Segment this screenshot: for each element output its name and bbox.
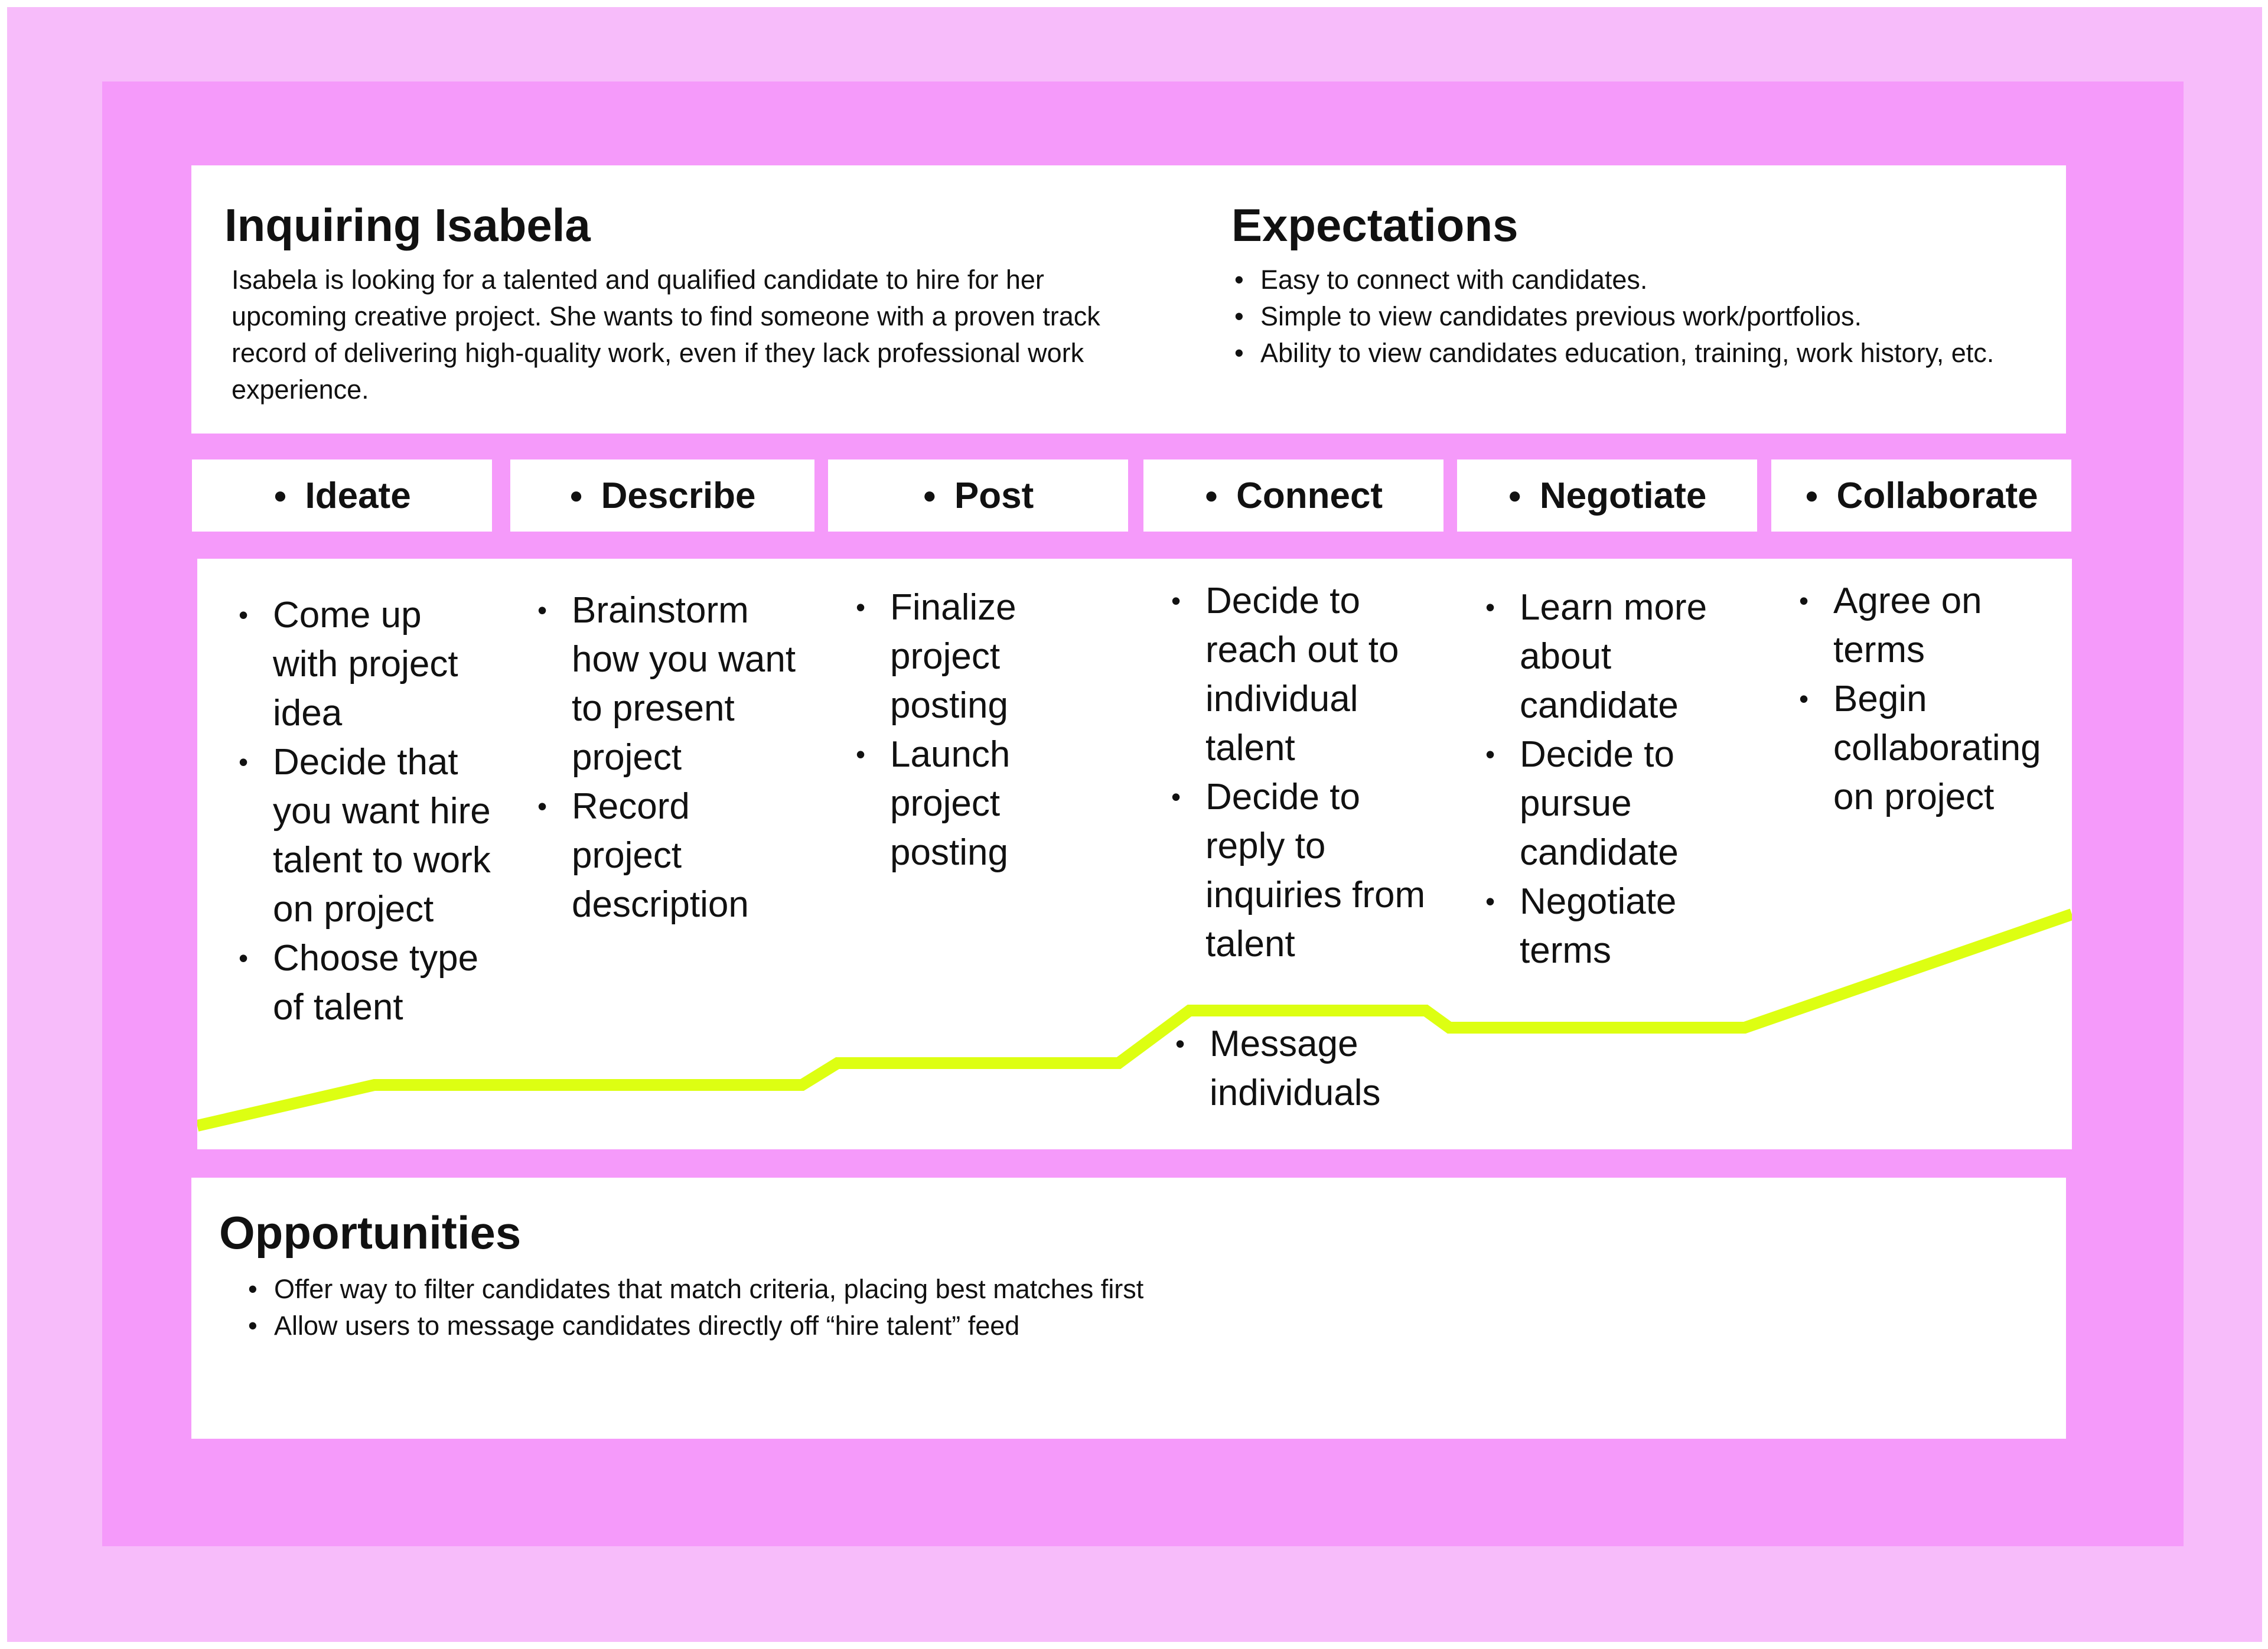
opportunities-title: Opportunities	[219, 1207, 522, 1259]
bullet-icon: ●	[1204, 482, 1219, 509]
expectations-title: Expectations	[1231, 199, 1518, 251]
actions-negotiate: Learn more about candidate Decide to pur…	[1485, 583, 1757, 975]
bullet-icon: ●	[1804, 482, 1819, 509]
action-item: Decide to reply to inquiries from talent	[1171, 773, 1443, 969]
expectations-list: Easy to connect with candidates. Simple …	[1234, 262, 2014, 371]
experience-line	[197, 908, 2072, 1132]
bullet-icon: ●	[569, 482, 584, 509]
actions-describe: Brainstorm how you want to present proje…	[537, 586, 797, 929]
action-item: Decide to reach out to individual talent	[1171, 576, 1443, 773]
persona-card: Inquiring Isabela Isabela is looking for…	[191, 165, 2066, 434]
stage-label: Describe	[601, 475, 756, 516]
actions-connect-below: Message individuals	[1175, 1019, 1447, 1117]
expectation-item: Simple to view candidates previous work/…	[1234, 298, 2014, 335]
bullet-icon: ●	[922, 482, 937, 509]
opportunity-item: Allow users to message candidates direct…	[248, 1308, 1961, 1344]
persona-title: Inquiring Isabela	[224, 199, 591, 251]
action-item: Message individuals	[1175, 1019, 1447, 1117]
action-item: Learn more about candidate	[1485, 583, 1757, 730]
persona-description: Isabela is looking for a talented and qu…	[232, 265, 1100, 405]
action-item: Decide that you want hire talent to work…	[239, 738, 493, 934]
expectation-item: Easy to connect with candidates.	[1234, 262, 2014, 298]
action-item: Agree on terms	[1799, 576, 2071, 674]
action-item: Negotiate terms	[1485, 877, 1757, 975]
actions-post: Finalize project posting Launch project …	[856, 583, 1116, 877]
stage-header-connect: ● Connect	[1143, 459, 1443, 532]
action-item: Come up with project idea	[239, 591, 493, 738]
opportunities-card: Opportunities Offer way to filter candid…	[191, 1178, 2066, 1439]
stage-header-ideate: ● Ideate	[192, 459, 492, 532]
stage-label: Negotiate	[1539, 475, 1707, 516]
opportunity-item: Offer way to filter candidates that matc…	[248, 1271, 1961, 1308]
bullet-icon: ●	[273, 482, 288, 509]
stage-header-post: ● Post	[828, 459, 1128, 532]
action-item: Begin collaborating on project	[1799, 674, 2071, 822]
bullet-icon: ●	[1507, 482, 1522, 509]
action-item: Decide to pursue candidate	[1485, 730, 1757, 877]
stage-label: Connect	[1236, 475, 1383, 516]
experience-curve	[197, 908, 2072, 1132]
expectation-item: Ability to view candidates education, tr…	[1234, 335, 2014, 371]
action-item: Choose type of talent	[239, 934, 493, 1032]
stage-header-negotiate: ● Negotiate	[1457, 459, 1757, 532]
stage-label: Collaborate	[1836, 475, 2038, 516]
actions-connect: Decide to reach out to individual talent…	[1171, 576, 1443, 969]
stage-label: Ideate	[305, 475, 411, 516]
stage-header-collaborate: ● Collaborate	[1771, 459, 2071, 532]
stage-label: Post	[954, 475, 1034, 516]
journey-card: Come up with project idea Decide that yo…	[197, 559, 2072, 1149]
action-item: Brainstorm how you want to present proje…	[537, 586, 797, 782]
action-item: Record project description	[537, 782, 797, 929]
action-item: Launch project posting	[856, 730, 1116, 877]
opportunities-list: Offer way to filter candidates that matc…	[248, 1271, 1961, 1344]
action-item: Finalize project posting	[856, 583, 1116, 730]
actions-ideate: Come up with project idea Decide that yo…	[239, 591, 493, 1032]
actions-collaborate: Agree on terms Begin collaborating on pr…	[1799, 576, 2071, 822]
stage-header-describe: ● Describe	[510, 459, 814, 532]
